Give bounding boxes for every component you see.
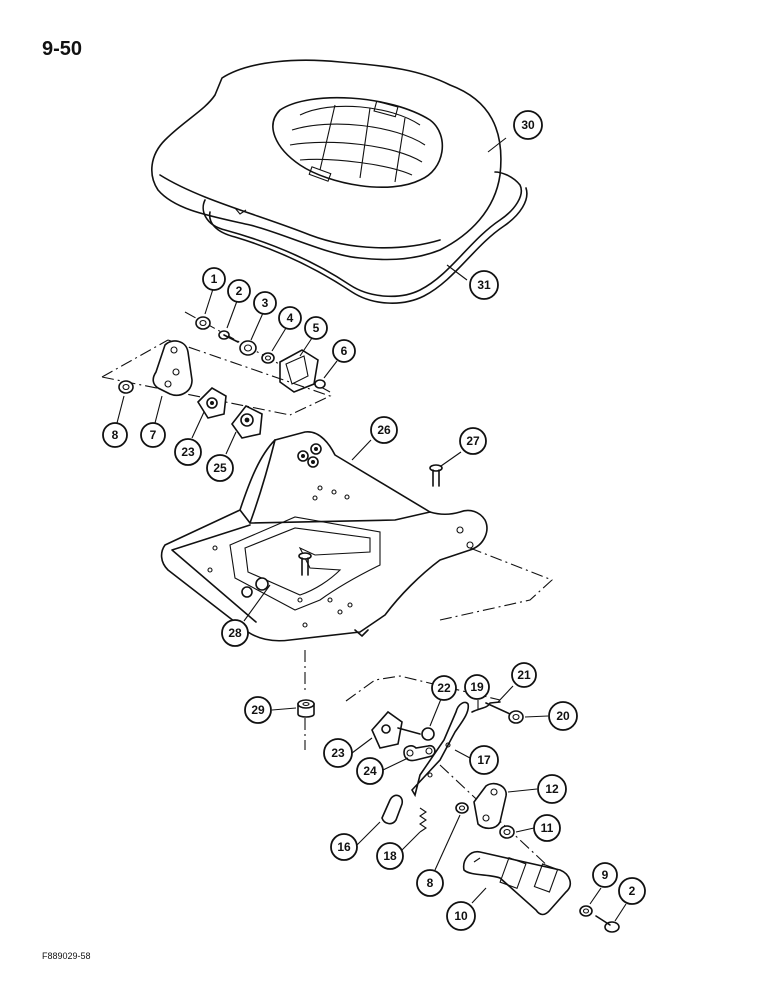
callout-9: 9 [592, 862, 618, 888]
svg-text:19: 19 [470, 680, 484, 694]
svg-text:2: 2 [629, 884, 636, 898]
svg-text:9: 9 [602, 868, 609, 882]
callout-11: 11 [533, 814, 561, 842]
seat-cushion [151, 59, 502, 261]
callout-25: 25 [206, 454, 234, 482]
seat-pan [202, 171, 528, 304]
assembly-outline-upper [101, 339, 332, 416]
callout-4: 4 [278, 306, 302, 330]
svg-text:8: 8 [427, 876, 434, 890]
callout-8-upper: 8 [102, 422, 128, 448]
svg-text:11: 11 [541, 821, 554, 835]
page-number: 9-50 [42, 38, 83, 60]
callout-6: 6 [332, 339, 356, 363]
callout-3: 3 [253, 291, 277, 315]
svg-text:12: 12 [545, 782, 559, 796]
svg-text:27: 27 [466, 434, 480, 448]
svg-text:26: 26 [377, 423, 391, 437]
callout-30: 30 [513, 110, 543, 140]
svg-text:17: 17 [477, 753, 491, 767]
assembly-outline-right [439, 547, 554, 621]
callout-1: 1 [202, 267, 226, 291]
svg-text:21: 21 [517, 668, 531, 682]
callout-23-lower: 23 [323, 738, 353, 768]
svg-text:22: 22 [437, 681, 451, 695]
figure-code: F889029-58 [42, 951, 91, 961]
callout-28: 28 [221, 619, 249, 647]
svg-text:23: 23 [331, 746, 345, 760]
svg-text:10: 10 [454, 909, 468, 923]
spacer [297, 699, 315, 718]
callout-26: 26 [370, 416, 398, 444]
svg-text:18: 18 [383, 849, 397, 863]
callout-5: 5 [304, 316, 328, 340]
lower-linkage [371, 701, 620, 933]
callout-18: 18 [376, 842, 404, 870]
svg-text:23: 23 [181, 445, 195, 459]
bolts [298, 464, 443, 576]
leader-lines [116, 137, 627, 922]
svg-text:6: 6 [341, 344, 348, 358]
hinge-hardware [184, 311, 331, 393]
callout-24: 24 [356, 757, 384, 785]
callout-21: 21 [511, 662, 537, 688]
callout-16: 16 [330, 833, 358, 861]
svg-text:20: 20 [556, 709, 570, 723]
callout-27: 27 [459, 427, 487, 455]
callout-19: 19 [464, 674, 490, 700]
svg-text:4: 4 [287, 311, 294, 325]
callout-29: 29 [244, 696, 272, 724]
svg-text:3: 3 [262, 296, 269, 310]
svg-text:7: 7 [150, 428, 157, 442]
svg-text:1: 1 [211, 272, 218, 286]
svg-text:30: 30 [521, 118, 535, 132]
callout-20: 20 [548, 701, 578, 731]
callout-23-upper: 23 [174, 438, 202, 466]
svg-text:31: 31 [477, 278, 491, 292]
svg-text:2: 2 [236, 284, 243, 298]
svg-text:24: 24 [363, 764, 377, 778]
svg-text:8: 8 [112, 428, 119, 442]
callout-12: 12 [537, 774, 567, 804]
svg-text:5: 5 [313, 321, 320, 335]
callout-10: 10 [446, 901, 476, 931]
callout-8-lower: 8 [416, 869, 444, 897]
callout-2-lower: 2 [618, 877, 646, 905]
callout-7: 7 [140, 422, 166, 448]
svg-text:28: 28 [228, 626, 242, 640]
svg-text:25: 25 [213, 461, 227, 475]
callout-2-upper: 2 [227, 279, 251, 303]
seat-frame [160, 431, 488, 642]
side-plates [118, 340, 263, 439]
callout-17: 17 [469, 745, 499, 775]
svg-text:16: 16 [337, 840, 351, 854]
svg-text:29: 29 [251, 703, 265, 717]
callout-22: 22 [431, 675, 457, 701]
callout-31: 31 [469, 270, 499, 300]
